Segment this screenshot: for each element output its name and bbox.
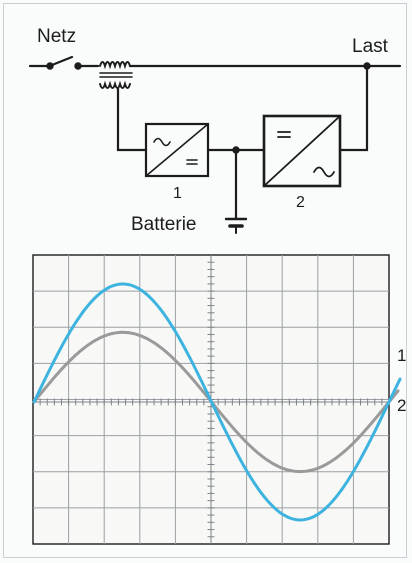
- inverter-to-load-wire: [338, 64, 369, 152]
- switch-blade: [50, 55, 74, 67]
- curve-1-label: 1: [397, 346, 406, 365]
- secondary-to-rectifier-wire: [116, 86, 148, 152]
- transformer-symbol: [99, 61, 133, 89]
- waveform-curve-2: [32, 330, 400, 474]
- converter-1-label: 1: [173, 185, 182, 202]
- curve-2-label: 2: [397, 396, 406, 415]
- ups-circuit-diagram: Netz Last: [28, 26, 402, 235]
- converter-2-label: 2: [296, 194, 305, 211]
- center-axis-ticks: [39, 261, 383, 538]
- transformer-primary-winding: [99, 61, 131, 70]
- converter-2-ac-symbol: [313, 166, 335, 178]
- converter-1-rectifier: [144, 122, 210, 178]
- waveform-curve-1: [32, 282, 402, 522]
- load-label: Last: [352, 36, 389, 57]
- converter-1-ac-symbol: [153, 137, 171, 147]
- battery-symbol: [224, 217, 248, 234]
- converter-1-diagonal: [145, 123, 209, 177]
- converter-2-inverter: [262, 114, 342, 188]
- transformer-secondary-winding: [99, 80, 131, 89]
- figure-frame: [3, 3, 407, 558]
- converter-2-diagonal: [263, 115, 341, 187]
- grid-label: Netz: [37, 26, 76, 47]
- oscilloscope-screen: 1 2: [32, 254, 406, 545]
- battery-label: Batterie: [131, 214, 196, 235]
